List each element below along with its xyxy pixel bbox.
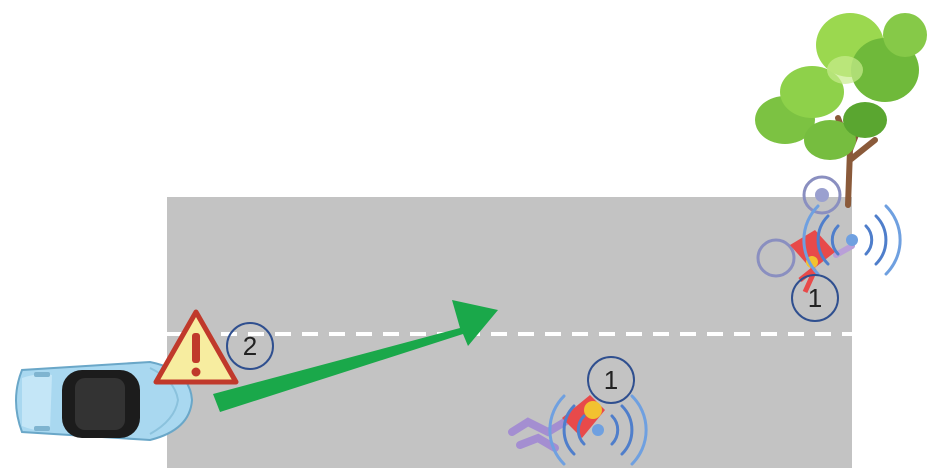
warning-number: 2 [243,331,257,361]
tree-icon [755,13,927,205]
cyclist-number: 1 [808,283,822,313]
pedestrian-number: 1 [604,365,618,395]
